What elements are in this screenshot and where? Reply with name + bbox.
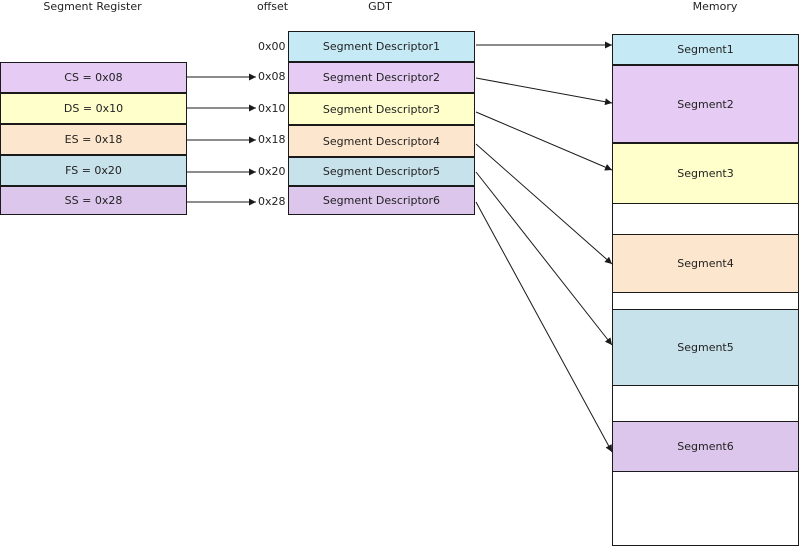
descriptor-to-segment-arrow: [475, 111, 613, 171]
gdt-descriptor-3: Segment Descriptor3: [288, 93, 475, 125]
offset-label: 0x18: [258, 133, 286, 146]
offset-header: offset: [256, 0, 289, 13]
segment-register-header: Segment Register: [43, 0, 142, 13]
memory-segment-5: Segment5: [612, 309, 799, 386]
memory-segment-4: Segment4: [612, 234, 799, 293]
offset-label: 0x28: [258, 195, 286, 208]
gdt-descriptor-2: Segment Descriptor2: [288, 62, 475, 93]
descriptor-to-segment-arrow: [475, 171, 613, 346]
gdt-descriptor-6: Segment Descriptor6: [288, 186, 475, 215]
memory-segment-6: Segment6: [612, 421, 799, 472]
descriptor-to-segment-arrow: [475, 201, 613, 453]
register-ds: DS = 0x10: [0, 93, 187, 124]
offset-label: 0x00: [258, 40, 286, 53]
offset-label: 0x20: [258, 165, 286, 178]
gdt-descriptor-1: Segment Descriptor1: [288, 31, 475, 62]
register-fs: FS = 0x20: [0, 155, 187, 186]
memory-segment-1: Segment1: [612, 34, 799, 65]
gdt-descriptor-5: Segment Descriptor5: [288, 157, 475, 186]
register-cs: CS = 0x08: [0, 62, 187, 93]
register-ss: SS = 0x28: [0, 186, 187, 215]
descriptor-to-segment-arrow: [475, 143, 613, 265]
offset-label: 0x10: [258, 102, 286, 115]
gdt-descriptor-4: Segment Descriptor4: [288, 125, 475, 157]
register-es: ES = 0x18: [0, 124, 187, 155]
descriptor-to-segment-arrow: [475, 77, 613, 106]
memory-header: Memory: [692, 0, 738, 13]
memory-segment-2: Segment2: [612, 65, 799, 143]
memory-segment-3: Segment3: [612, 143, 799, 204]
offset-label: 0x08: [258, 70, 286, 83]
gdt-header: GDT: [368, 0, 392, 13]
